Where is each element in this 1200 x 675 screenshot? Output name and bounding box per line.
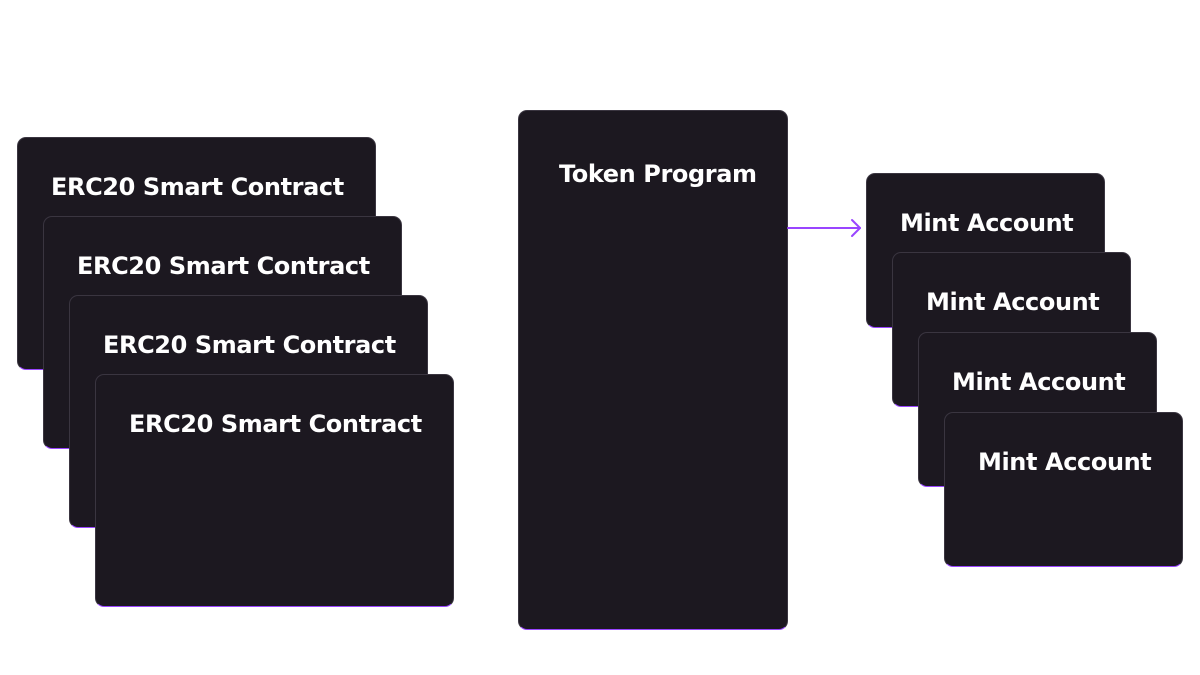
erc20-contract-label: ERC20 Smart Contract bbox=[77, 252, 370, 280]
mint-account-label: Mint Account bbox=[952, 368, 1126, 396]
mint-account-label: Mint Account bbox=[978, 448, 1152, 476]
erc20-contract-card: ERC20 Smart Contract bbox=[95, 374, 454, 607]
mint-account-label: Mint Account bbox=[926, 288, 1100, 316]
token-program-card: Token Program bbox=[518, 110, 788, 630]
mint-account-card: Mint Account bbox=[944, 412, 1183, 567]
mint-account-label: Mint Account bbox=[900, 209, 1074, 237]
erc20-contract-label: ERC20 Smart Contract bbox=[51, 173, 344, 201]
erc20-contract-label: ERC20 Smart Contract bbox=[103, 331, 396, 359]
erc20-contract-label: ERC20 Smart Contract bbox=[129, 410, 422, 438]
token-program-label: Token Program bbox=[559, 160, 757, 188]
arrow-right-icon bbox=[787, 219, 861, 237]
